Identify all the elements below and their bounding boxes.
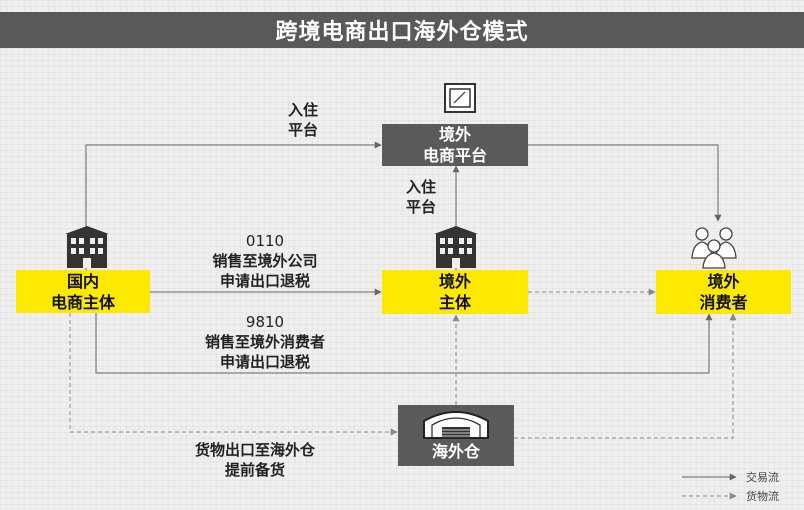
diagram-title: 跨境电商出口海外仓模式 [0,12,804,48]
node-overseas-platform: 境外电商平台 [382,124,528,166]
label-enter-platform-mid: 入住平台 [405,178,436,216]
node-domestic-ecommerce: 国内电商主体 [16,270,150,313]
building-icon [65,226,109,268]
label-goods-export: 货物出口至海外仓提前备货 [194,441,315,479]
consumers-icon [691,227,737,269]
building-icon [434,226,478,268]
legend-goods-label: 货物流 [746,490,779,503]
node-overseas-entity: 境外主体 [382,270,528,314]
arrow-warehouse-to-consumer [514,313,737,439]
arrow-domestic-to-warehouse [69,313,398,436]
arrow-domestic-to-consumer [95,313,713,374]
label-enter-platform-top: 入住平台 [287,101,318,139]
arrow-platform-to-consumer [528,144,722,222]
screen-icon [444,83,476,113]
node-overseas-warehouse: 海外仓 [398,405,514,466]
legend-transaction-label: 交易流 [746,471,779,484]
node-overseas-consumer: 境外消费者 [656,270,791,314]
warehouse-icon [423,411,489,439]
